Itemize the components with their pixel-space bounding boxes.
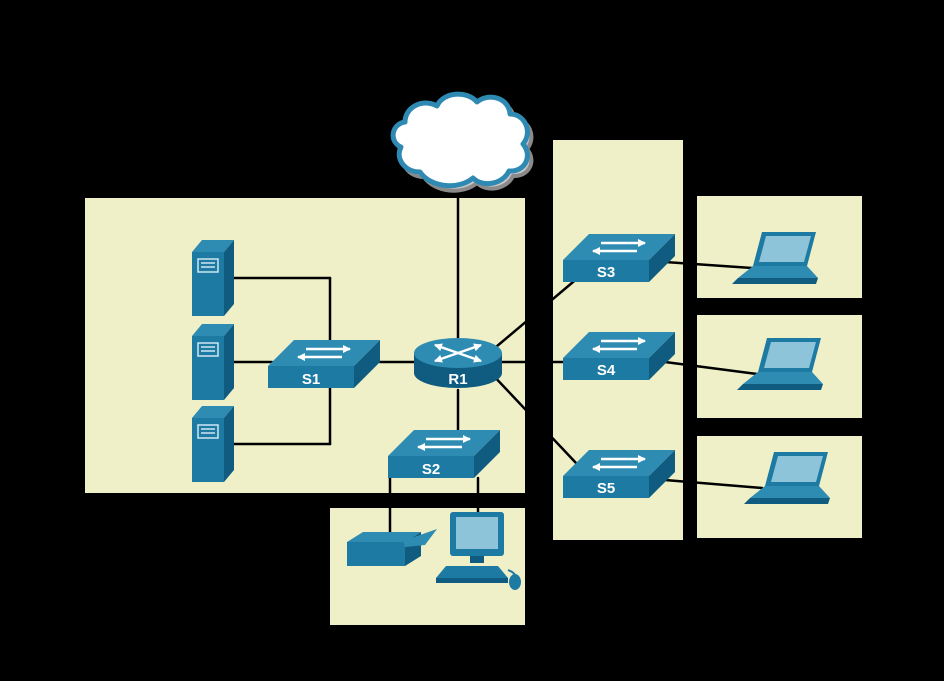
link-s5-laptop3: [663, 478, 764, 490]
label-s1: S1: [302, 371, 320, 388]
cloud-icon: [390, 91, 530, 189]
label-r1: R1: [448, 371, 467, 388]
label-s3: S3: [597, 264, 615, 281]
links: [228, 184, 764, 546]
label-s5: S5: [597, 480, 615, 497]
cloud-node: [390, 91, 534, 193]
link-s4-laptop2: [663, 360, 759, 376]
link-s3-laptop1: [663, 260, 754, 270]
label-s4: S4: [597, 362, 616, 379]
server3-icon: [191, 405, 235, 483]
label-s2: S2: [422, 461, 440, 478]
server2-icon: [191, 323, 235, 401]
server1-icon: [191, 239, 235, 317]
